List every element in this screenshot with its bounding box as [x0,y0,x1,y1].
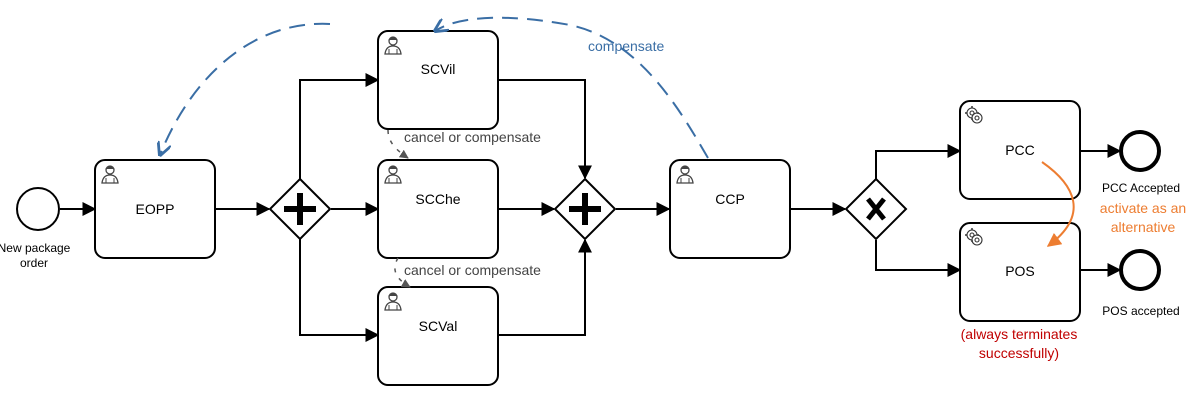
activate-arrow[interactable] [1041,161,1075,247]
cancel-compensate-link-1[interactable]: cancel or compensate [387,129,541,159]
task-eopp-label: EOPP [136,201,175,217]
gateway-exclusive[interactable] [844,177,908,241]
cancel-or-compensate-label-1: cancel or compensate [404,129,541,145]
activate-label-line1: activate as an [1100,200,1186,216]
flow-split-to-scvil[interactable] [299,73,380,179]
task-pcc[interactable]: PCC [959,100,1081,200]
plus-icon [284,193,316,225]
task-scval-label: SCVal [419,318,458,334]
activate-label-line2: alternative [1111,219,1176,235]
sequence-flows [60,73,1122,342]
compensate-arrow-scvil[interactable] [435,16,709,159]
flow-scval-to-join[interactable] [498,238,592,336]
start-event-label-line1: New package [0,241,71,255]
terminates-label-line2: successfully) [979,345,1059,361]
activate-alternative-link[interactable]: activate as an alternative [1041,161,1186,247]
flow-xor-to-pcc[interactable] [875,144,962,179]
flow-xor-to-pos[interactable] [875,240,962,277]
plus-icon [569,193,601,225]
terminates-label-line1: (always terminates [961,326,1078,342]
flow-scvil-to-join[interactable] [498,79,592,180]
task-scval[interactable]: SCVal [377,286,499,386]
start-event-circle[interactable] [16,187,60,231]
task-ccp[interactable]: CCP [669,159,791,259]
end-event-pos-label: POS accepted [1102,304,1179,318]
compensate-label: compensate [588,38,664,54]
compensate-arrow-eopp[interactable] [160,22,331,155]
end-event-pcc[interactable]: PCC Accepted [1102,130,1180,195]
task-scvil-label: SCVil [421,61,456,77]
start-event-label-line2: order [20,256,48,270]
terminates-note: (always terminates successfully) [961,326,1078,361]
task-ccp-label: CCP [715,191,745,207]
gateway-parallel-join[interactable] [553,177,617,241]
task-scvil[interactable]: SCVil [377,30,499,130]
cancel-arrow-2[interactable] [394,257,411,288]
task-pos-label: POS [1005,263,1035,279]
task-pcc-label: PCC [1005,142,1035,158]
cancel-compensate-link-2[interactable]: cancel or compensate [394,257,541,288]
task-scche-label: SCChe [415,191,460,207]
compensate-link[interactable]: compensate [160,16,709,159]
task-pos[interactable]: POS [959,222,1081,322]
flow-split-to-scval[interactable] [299,239,380,342]
end-event-pos[interactable]: POS accepted [1102,249,1180,318]
start-event[interactable]: New package order [0,187,71,270]
gateway-parallel-split[interactable] [268,177,332,241]
cancel-arrow-1[interactable] [387,129,409,159]
task-eopp[interactable]: EOPP [94,159,216,259]
cancel-or-compensate-label-2: cancel or compensate [404,262,541,278]
end-event-pcc-label: PCC Accepted [1102,181,1180,195]
task-scche[interactable]: SCChe [377,159,499,259]
x-icon [866,197,886,221]
